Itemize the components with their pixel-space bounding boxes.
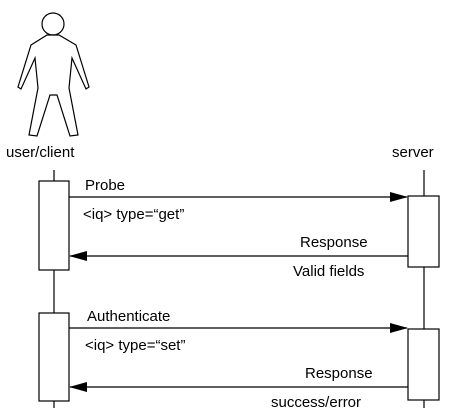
server-activation-1 bbox=[407, 195, 440, 268]
client-activation-1 bbox=[38, 180, 70, 271]
message-detail-response-1: Valid fields bbox=[293, 263, 364, 280]
actor-icon bbox=[17, 12, 90, 137]
participant-server-label: server bbox=[392, 144, 434, 161]
message-detail-authenticate: <iq> type=“set” bbox=[85, 337, 185, 354]
message-label-response-1: Response bbox=[300, 234, 368, 251]
message-label-probe: Probe bbox=[85, 177, 125, 194]
server-activation-2 bbox=[407, 328, 440, 401]
message-label-response-2: Response bbox=[305, 365, 373, 382]
message-label-authenticate: Authenticate bbox=[87, 308, 170, 325]
client-activation-2 bbox=[38, 312, 70, 402]
message-detail-response-2: success/error bbox=[271, 394, 361, 410]
message-detail-probe: <iq> type=“get” bbox=[83, 206, 184, 223]
participant-client-label: user/client bbox=[6, 144, 75, 161]
